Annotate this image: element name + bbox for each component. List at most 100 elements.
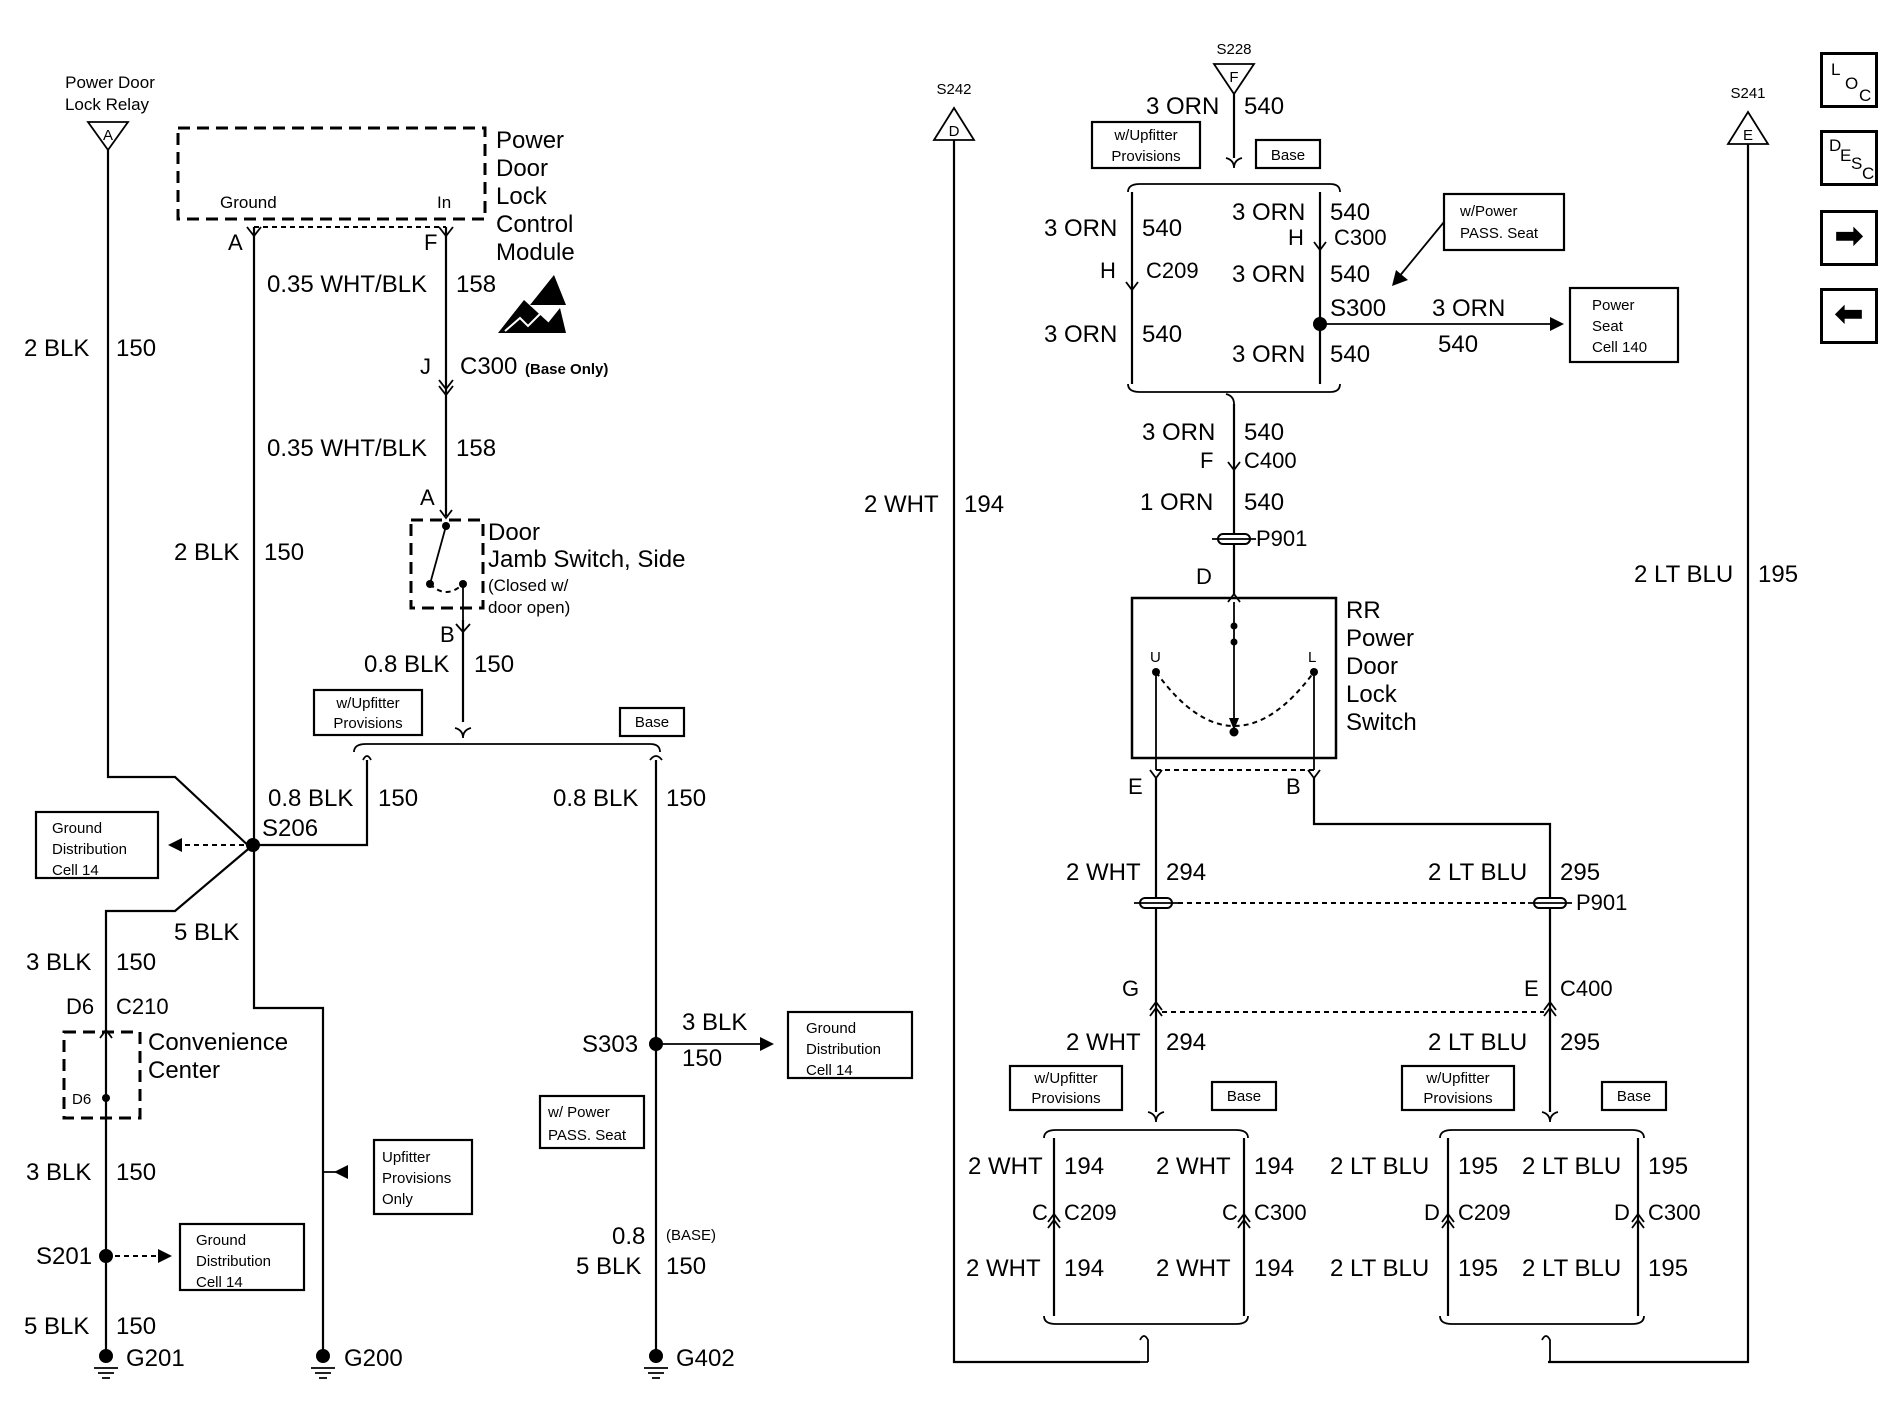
- wire-195: [1548, 144, 1750, 1364]
- wire-gauge: 3 BLK: [26, 949, 91, 976]
- arrow-left-icon: ⬅: [1834, 295, 1864, 333]
- splice-s300-label: S300: [1330, 295, 1386, 322]
- svg-text:195: 195: [1458, 1255, 1498, 1282]
- svg-text:Only: Only: [382, 1191, 413, 1208]
- splice-s241-label: S241: [1730, 85, 1765, 102]
- previous-page-button[interactable]: ⬅: [1820, 288, 1878, 344]
- wire-gauge: 2 WHT: [864, 491, 939, 518]
- svg-text:2 LT BLU: 2 LT BLU: [1522, 1153, 1621, 1180]
- c210-name: C210: [116, 994, 169, 1019]
- wire-circuit: 158: [456, 435, 496, 462]
- wire-circuit: 195: [1758, 561, 1798, 588]
- ground-distribution-box: [34, 810, 160, 880]
- c300-name: C300: [460, 353, 517, 380]
- c209-connector: [1441, 1212, 1455, 1229]
- ground-g402: [644, 1349, 668, 1379]
- arrow-right-icon: [1550, 317, 1564, 331]
- svg-text:C209: C209: [1146, 258, 1199, 283]
- svg-text:3 ORN: 3 ORN: [1044, 321, 1117, 348]
- svg-text:194: 194: [1254, 1255, 1294, 1282]
- wire-gauge: 0.35 WHT/BLK: [267, 271, 427, 298]
- svg-text:2 WHT: 2 WHT: [1066, 1029, 1141, 1056]
- loc-button[interactable]: L O C: [1820, 52, 1878, 108]
- ground-distribution-box-3: [786, 1010, 914, 1080]
- svg-text:Seat: Seat: [1592, 318, 1624, 335]
- splice-s303-label: S303: [582, 1031, 638, 1058]
- jamb-pin-b: B: [440, 622, 455, 647]
- ground-g200-label: G200: [344, 1345, 403, 1372]
- option-base-box: [618, 706, 686, 738]
- wire-gauge: 2 LT BLU: [1634, 561, 1733, 588]
- option-base-box: [1210, 1080, 1278, 1112]
- wire-gauge: 0.35 WHT/BLK: [267, 435, 427, 462]
- wire-circuit: 158: [456, 271, 496, 298]
- arrow-left-icon: [168, 838, 182, 852]
- svg-text:Provisions: Provisions: [333, 715, 402, 732]
- wire-gauge: 2 BLK: [24, 335, 89, 362]
- svg-text:w/Upfitter: w/Upfitter: [335, 695, 399, 712]
- svg-text:C300: C300: [1254, 1200, 1307, 1225]
- wire-gauge: 2 BLK: [174, 539, 239, 566]
- c400-connector: [1149, 1000, 1163, 1017]
- svg-text:Distribution: Distribution: [806, 1041, 881, 1058]
- svg-text:Provisions: Provisions: [1423, 1090, 1492, 1107]
- svg-text:Provisions: Provisions: [382, 1170, 451, 1187]
- option-bracket: [1043, 1129, 1249, 1139]
- wire-circuit: 150: [264, 539, 304, 566]
- c209-connector: [1125, 281, 1139, 292]
- wire-circuit: 150: [666, 785, 706, 812]
- module-name-2: Door: [496, 155, 548, 182]
- option-power-pass-seat-box: [538, 1094, 646, 1150]
- splice-s206-label: S206: [262, 815, 318, 842]
- relay-pin: A: [103, 127, 113, 144]
- esd-warning-icon: [498, 275, 566, 333]
- svg-text:Ground: Ground: [806, 1020, 856, 1037]
- svg-text:RR: RR: [1346, 597, 1381, 624]
- wire-circuit: 150: [116, 335, 156, 362]
- wire-gauge: 3 BLK: [682, 1009, 747, 1036]
- wire-circuit: 150: [116, 949, 156, 976]
- option-upfitter-box: [1008, 1064, 1124, 1112]
- svg-text:540: 540: [1330, 341, 1370, 368]
- ground-distribution-box-2: [178, 1222, 306, 1292]
- option-power-pass-seat-box: [1442, 192, 1566, 252]
- module-ground-label: Ground: [220, 193, 277, 212]
- svg-text:PASS. Seat: PASS. Seat: [1460, 225, 1539, 242]
- pin-f-mark: [438, 226, 454, 238]
- wire-gauge: 3 ORN: [1146, 93, 1219, 120]
- svg-text:540: 540: [1330, 199, 1370, 226]
- relay-connector-triangle: [86, 121, 130, 152]
- svg-text:B: B: [1286, 774, 1301, 799]
- module-name-4: Control: [496, 211, 573, 238]
- next-page-button[interactable]: ➡: [1820, 210, 1878, 266]
- power-seat-box: [1568, 286, 1680, 364]
- svg-text:G: G: [1122, 976, 1139, 1001]
- svg-text:Provisions: Provisions: [1031, 1090, 1100, 1107]
- option-bracket-bottom: [1043, 1315, 1249, 1325]
- svg-text:C: C: [1032, 1200, 1048, 1225]
- jamb-note-2: door open): [488, 598, 570, 617]
- svg-text:2 WHT: 2 WHT: [1156, 1255, 1231, 1282]
- option-bracket: [1439, 1129, 1645, 1139]
- c300-connector: [1631, 1212, 1645, 1229]
- svg-text:L: L: [1308, 649, 1316, 666]
- jamb-name-2: Jamb Switch, Side: [488, 546, 685, 573]
- svg-text:D: D: [949, 123, 960, 140]
- svg-text:2 WHT: 2 WHT: [966, 1255, 1041, 1282]
- option-upfitter-box: [312, 688, 424, 737]
- module-pin-a: A: [228, 230, 243, 255]
- svg-text:Base: Base: [1271, 147, 1305, 164]
- ground-g200: [311, 1349, 335, 1379]
- wire-circuit: 540: [1244, 93, 1284, 120]
- option-upfitter-box: [1400, 1064, 1516, 1112]
- svg-text:P901: P901: [1256, 526, 1307, 551]
- svg-text:3 ORN: 3 ORN: [1232, 341, 1305, 368]
- jamb-pin-a-mark: [439, 509, 453, 520]
- desc-button[interactable]: D E S C: [1820, 130, 1878, 186]
- svg-text:Base: Base: [635, 714, 669, 731]
- svg-text:E: E: [1743, 127, 1753, 144]
- arrow-right-icon: [760, 1037, 774, 1051]
- c210-pin: D6: [66, 994, 94, 1019]
- module-pin-f: F: [424, 230, 437, 255]
- option-bracket-bottom: [1439, 1315, 1645, 1325]
